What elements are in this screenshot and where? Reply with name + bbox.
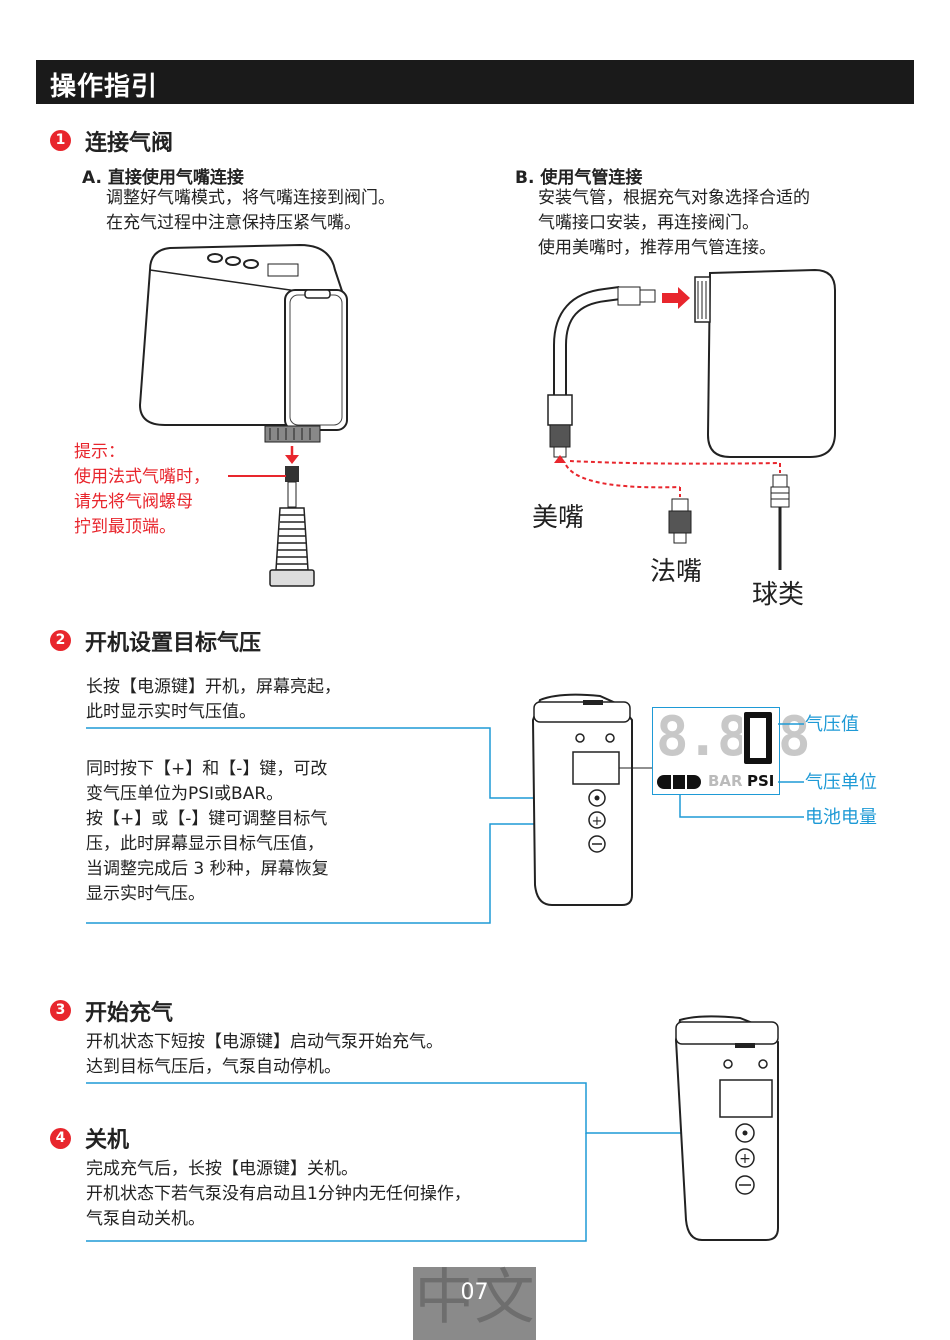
section-2-leader-lines: + bbox=[86, 693, 652, 924]
header-bar bbox=[36, 60, 914, 104]
option-a-title: A. 直接使用气嘴连接 bbox=[82, 168, 244, 188]
step-2-badge: 2 bbox=[50, 630, 71, 651]
callout-pressure: 气压值 bbox=[805, 714, 859, 735]
s4-line3: 气泵自动关机。 bbox=[86, 1209, 205, 1229]
s2-p2-line6: 显示实时气压。 bbox=[86, 884, 205, 904]
unit-psi: PSI bbox=[747, 772, 775, 790]
step-4-badge: 4 bbox=[50, 1128, 71, 1149]
step-1-badge: 1 bbox=[50, 130, 71, 151]
section-2-title: 开机设置目标气压 bbox=[85, 631, 262, 656]
page-number: 07 bbox=[460, 1280, 489, 1305]
option-a-line1: 调整好气嘴模式，将气嘴连接到阀门。 bbox=[106, 188, 395, 208]
lcd-active-digit bbox=[744, 712, 772, 764]
tip-label: 提示： bbox=[74, 442, 125, 462]
tip-line3: 请先将气阀螺母 bbox=[74, 492, 193, 512]
option-b-title: B. 使用气管连接 bbox=[515, 168, 643, 188]
pump-with-presta-illustration bbox=[138, 243, 348, 587]
option-b-line2: 气嘴接口安装，再连接阀门。 bbox=[538, 213, 759, 233]
tip-line4: 拧到最顶端。 bbox=[74, 517, 176, 537]
unit-bar: BAR bbox=[708, 772, 743, 790]
tip-line2: 使用法式气嘴时， bbox=[74, 467, 210, 487]
option-a-line2: 在充气过程中注意保持压紧气嘴。 bbox=[106, 213, 361, 233]
option-b-line1: 安装气管，根据充气对象选择合适的 bbox=[538, 188, 810, 208]
callout-unit: 气压单位 bbox=[805, 772, 877, 793]
option-b-line3: 使用美嘴时，推荐用气管连接。 bbox=[538, 238, 776, 258]
s2-p1-line2: 此时显示实时气压值。 bbox=[86, 702, 256, 722]
section-4-title: 关机 bbox=[85, 1128, 130, 1153]
s2-p2-line1: 同时按下【+】和【-】键，可改 bbox=[86, 759, 328, 779]
label-us-valve: 美嘴 bbox=[532, 503, 585, 533]
s2-p2-line5: 当调整完成后 3 秒种，屏幕恢复 bbox=[86, 859, 329, 879]
tip-pointer-line bbox=[228, 475, 286, 477]
svg-text:+: + bbox=[592, 814, 603, 829]
section-1-title: 连接气阀 bbox=[85, 131, 174, 156]
svg-text:+: + bbox=[739, 1151, 751, 1167]
s2-p1-line1: 长按【电源键】开机，屏幕亮起， bbox=[86, 677, 341, 697]
step-3-badge: 3 bbox=[50, 1000, 71, 1021]
callout-battery: 电池电量 bbox=[805, 807, 877, 828]
s3-line2: 达到目标气压后，气泵自动停机。 bbox=[86, 1057, 341, 1077]
s2-p2-line4: 压，此时屏幕显示目标气压值， bbox=[86, 834, 324, 854]
label-french-valve: 法嘴 bbox=[650, 557, 703, 587]
battery-icon bbox=[657, 775, 701, 789]
footer-language: 中文 bbox=[414, 1263, 535, 1333]
s2-p2-line2: 变气压单位为PSI或BAR。 bbox=[86, 784, 284, 804]
page-title: 操作指引 bbox=[50, 72, 159, 102]
section-3-title: 开始充气 bbox=[85, 1001, 174, 1026]
s3-line1: 开机状态下短按【电源键】启动气泵开始充气。 bbox=[86, 1032, 443, 1052]
hose-connection-illustration bbox=[547, 268, 836, 570]
s4-line1: 完成充气后，长按【电源键】关机。 bbox=[86, 1159, 358, 1179]
lcd-digits: 8.8.8 bbox=[656, 705, 811, 768]
s4-line2: 开机状态下若气泵没有启动且1分钟内无任何操作， bbox=[86, 1184, 471, 1204]
s2-p2-line3: 按【+】或【-】键可调整目标气 bbox=[86, 809, 328, 829]
display-callout-lines bbox=[679, 723, 804, 818]
footer-box bbox=[413, 1267, 536, 1340]
label-ball-needle: 球类 bbox=[752, 580, 805, 610]
section-3-4-leader-lines: + bbox=[86, 1015, 779, 1242]
lcd-display bbox=[652, 707, 780, 795]
